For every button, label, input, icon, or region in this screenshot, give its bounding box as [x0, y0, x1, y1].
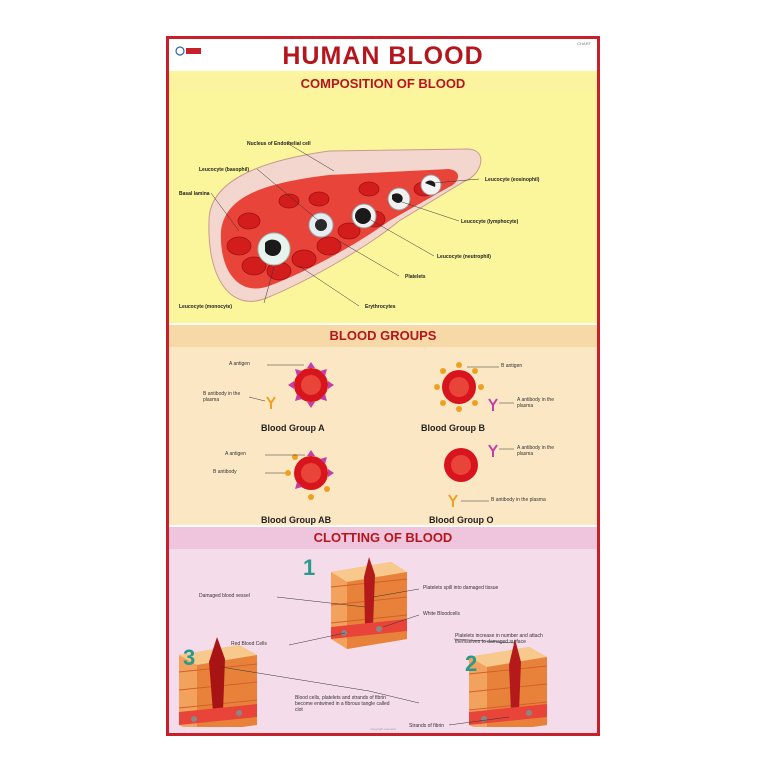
label-lymphocyte: Leucocyte (lymphocyte)	[461, 219, 519, 225]
cell-group-b	[434, 362, 514, 412]
step-number-2: 2	[465, 651, 478, 676]
label-damaged-vessel: Damaged blood vessel	[199, 593, 250, 599]
group-o-antibody-b-label: B antibody in the plasma	[491, 497, 546, 503]
label-platelets-attach: Platelets increase in number and attach …	[455, 633, 543, 645]
clotting-illustration	[178, 557, 548, 733]
label-red-cells: Red Blood Cells	[231, 641, 267, 647]
label-white-cells: White Bloodcells	[423, 611, 460, 617]
blood-poster: CHART HUMAN BLOOD COMPOSITION OF BLOOD	[166, 36, 600, 736]
clotting-section: CLOTTING OF BLOOD	[169, 527, 597, 733]
label-clot-note: Blood cells, platelets and strands of fi…	[295, 695, 390, 713]
label-eosinophil: Leucocyte (eosinophil)	[485, 177, 540, 183]
label-platelets-spill: Platelets spill into damaged tissue	[423, 585, 499, 591]
group-b-name: Blood Group B	[421, 423, 485, 433]
clotting-title: CLOTTING OF BLOOD	[169, 527, 597, 549]
composition-section: COMPOSITION OF BLOOD	[169, 71, 597, 323]
group-ab-antigen-label: A antigen	[225, 451, 246, 457]
cell-group-o	[444, 444, 514, 507]
blood-groups-illustration	[248, 362, 514, 507]
composition-title: COMPOSITION OF BLOOD	[169, 76, 597, 91]
leucocyte-eosinophil	[420, 174, 442, 196]
poster-header: CHART HUMAN BLOOD	[169, 39, 597, 75]
group-ab-name: Blood Group AB	[261, 515, 332, 525]
blood-groups-section: BLOOD GROUPS	[169, 325, 597, 525]
label-basal-lamina: Basal lamina	[179, 191, 210, 197]
leucocyte-neutrophil	[387, 187, 411, 211]
label-erythrocytes: Erythrocytes	[365, 304, 396, 310]
group-o-name: Blood Group O	[429, 515, 494, 525]
label-basophil: Leucocyte (basophil)	[199, 167, 250, 173]
group-a-antigen-label: A antigen	[229, 361, 250, 367]
group-b-antigen-label: B antigen	[501, 363, 523, 369]
tissue-block-1	[330, 557, 408, 649]
tissue-block-2	[468, 639, 548, 733]
tissue-block-3	[178, 637, 258, 733]
cell-group-a	[248, 362, 334, 409]
group-b-antibody-label: A antibody in the plasma	[517, 397, 554, 409]
label-nucleus: Nucleus of Endothelial cell	[247, 141, 311, 147]
cell-group-ab	[265, 450, 334, 500]
label-fibrin: Strands of fibrin	[409, 723, 445, 729]
step-number-3: 3	[183, 645, 196, 670]
blood-groups-title: BLOOD GROUPS	[169, 325, 597, 347]
group-ab-antibody-label: B antibody	[213, 469, 237, 475]
label-neutrophil: Leucocyte (neutrophil)	[437, 254, 491, 260]
leucocyte-basophil	[308, 212, 334, 238]
blood-vessel-illustration	[208, 142, 482, 307]
step-number-1: 1	[303, 555, 316, 580]
publisher-logo-icon	[175, 46, 201, 56]
leucocyte-monocyte	[257, 232, 291, 266]
group-a-name: Blood Group A	[261, 423, 325, 433]
poster-footer: Copyright reserved	[169, 727, 597, 733]
label-platelets: Platelets	[405, 274, 426, 280]
label-monocyte: Leucocyte (monocyte)	[179, 304, 233, 310]
corner-code: CHART	[577, 41, 591, 46]
group-a-antibody-label: B antibody in the plasma	[203, 391, 241, 403]
leucocyte-lymphocyte	[351, 203, 377, 229]
page-title: HUMAN BLOOD	[282, 42, 484, 70]
group-o-antibody-a-label: A antibody in the plasma	[517, 445, 554, 457]
